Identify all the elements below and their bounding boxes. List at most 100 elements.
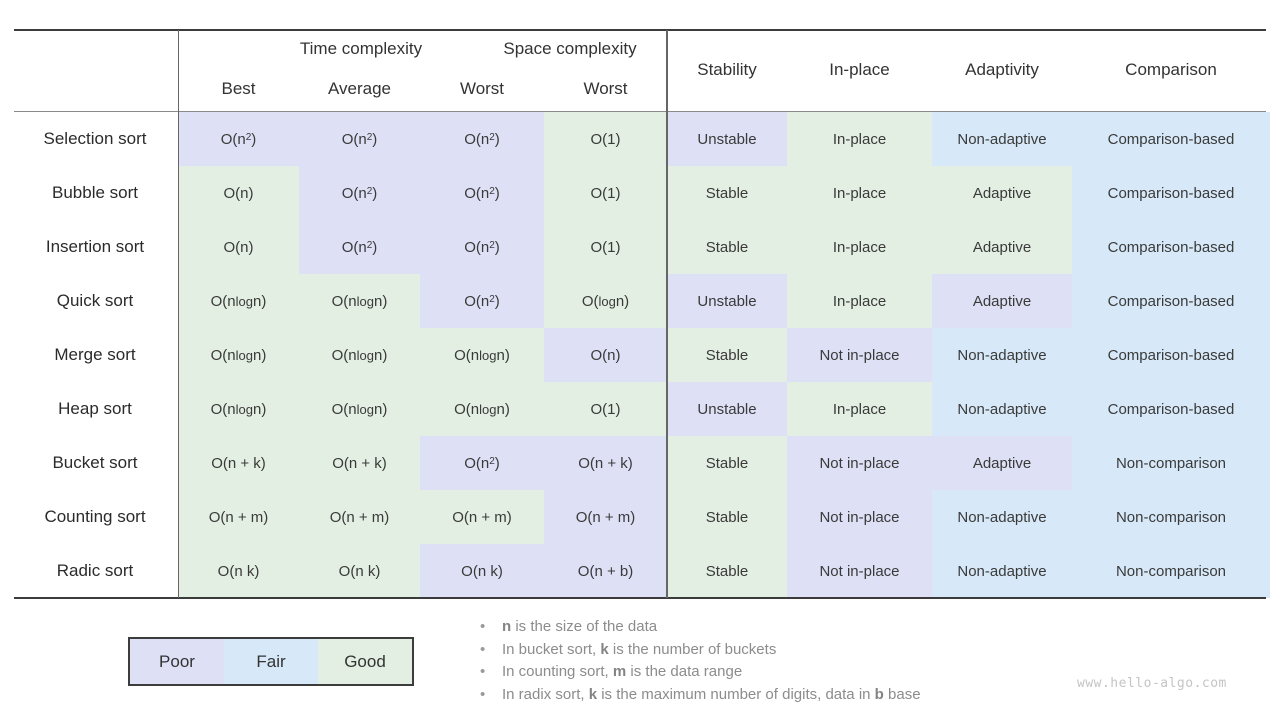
cell-space-worst: O(1) <box>544 112 667 166</box>
cell-time-average: O(n + m) <box>299 490 420 544</box>
cell-adaptivity: Non-adaptive <box>932 112 1072 166</box>
cell-space-worst: O(1) <box>544 166 667 220</box>
cell-time-worst: O(n + m) <box>420 490 544 544</box>
cell-comparison: Non-comparison <box>1072 436 1270 490</box>
cell-time-average: O(n k) <box>299 544 420 598</box>
legend-swatch-good: Good <box>318 639 412 684</box>
legend-swatch-poor: Poor <box>130 639 224 684</box>
legend-swatch-fair: Fair <box>224 639 318 684</box>
cell-in-place: Not in-place <box>787 490 932 544</box>
cell-time-best: O(n log n) <box>178 382 299 436</box>
cell-space-worst: O(n + b) <box>544 544 667 598</box>
cell-stability: Unstable <box>667 382 787 436</box>
cell-comparison: Comparison-based <box>1072 382 1270 436</box>
bullet-icon: • <box>480 618 486 635</box>
row-label: Merge sort <box>0 328 178 382</box>
note-item: •In radix sort, k is the maximum number … <box>476 684 921 707</box>
row-label: Heap sort <box>0 382 178 436</box>
note-text: In radix sort, k is the maximum number o… <box>502 685 921 703</box>
cell-in-place: In-place <box>787 112 932 166</box>
cell-time-best: O(n) <box>178 166 299 220</box>
cell-comparison: Comparison-based <box>1072 328 1270 382</box>
col-header-space-worst: Worst <box>583 79 628 98</box>
cell-comparison: Comparison-based <box>1072 166 1270 220</box>
cell-space-worst: O(1) <box>544 220 667 274</box>
cell-comparison: Comparison-based <box>1072 112 1270 166</box>
label-column-divider-line <box>177 30 179 598</box>
cell-comparison: Non-comparison <box>1072 490 1270 544</box>
cell-adaptivity: Non-adaptive <box>932 544 1072 598</box>
cell-adaptivity: Non-adaptive <box>932 382 1072 436</box>
col-header-stability: Stability <box>697 60 757 79</box>
col-header-adaptivity: Adaptivity <box>965 60 1039 79</box>
note-item: •In counting sort, m is the data range <box>476 661 921 684</box>
col-header-in-place: In-place <box>829 60 890 79</box>
cell-time-best: O(n + m) <box>178 490 299 544</box>
table-top-border <box>14 29 1266 31</box>
bullet-icon: • <box>480 640 486 658</box>
note-text: n is the size of the data <box>502 618 658 635</box>
row-label: Bubble sort <box>0 166 178 220</box>
rating-legend: Poor Fair Good <box>128 637 414 686</box>
row-label: Selection sort <box>0 112 178 166</box>
note-text: In bucket sort, k is the number of bucke… <box>502 640 777 658</box>
cell-time-worst: O(n log n) <box>420 382 544 436</box>
cell-time-worst: O(n k) <box>420 544 544 598</box>
row-label: Counting sort <box>0 490 178 544</box>
column-group-space-complexity: Space complexity <box>503 39 637 58</box>
cell-stability: Stable <box>667 436 787 490</box>
cell-comparison: Non-comparison <box>1072 544 1270 598</box>
cell-time-best: O(n k) <box>178 544 299 598</box>
cell-stability: Stable <box>667 220 787 274</box>
row-label: Bucket sort <box>0 436 178 490</box>
cell-space-worst: O(n + m) <box>544 490 667 544</box>
note-item: • In bucket sort, k is the number of buck… <box>476 639 921 662</box>
cell-space-worst: O(log n) <box>544 274 667 328</box>
cell-time-worst: O(n log n) <box>420 328 544 382</box>
cell-stability: Unstable <box>667 274 787 328</box>
cell-in-place: Not in-place <box>787 436 932 490</box>
cell-stability: Stable <box>667 328 787 382</box>
cell-adaptivity: Non-adaptive <box>932 328 1072 382</box>
cell-in-place: Not in-place <box>787 328 932 382</box>
cell-adaptivity: Adaptive <box>932 220 1072 274</box>
cell-adaptivity: Adaptive <box>932 166 1072 220</box>
note-item: • n is the size of the data <box>476 616 921 639</box>
col-header-comparison: Comparison <box>1125 60 1217 79</box>
cell-stability: Stable <box>667 490 787 544</box>
cell-comparison: Comparison-based <box>1072 220 1270 274</box>
cell-space-worst: O(n) <box>544 328 667 382</box>
col-header-best: Best <box>221 79 256 98</box>
row-label: Radic sort <box>0 544 178 598</box>
cell-stability: Stable <box>667 544 787 598</box>
cell-space-worst: O(n + k) <box>544 436 667 490</box>
cell-stability: Unstable <box>667 112 787 166</box>
cell-adaptivity: Non-adaptive <box>932 490 1072 544</box>
watermark-url: www.hello-algo.com <box>1077 676 1227 691</box>
row-label: Insertion sort <box>0 220 178 274</box>
column-group-time-complexity: Time complexity <box>299 39 423 58</box>
cell-time-best: O(n) <box>178 220 299 274</box>
complexity-section-divider-line <box>666 30 668 598</box>
cell-time-best: O(n log n) <box>178 274 299 328</box>
cell-comparison: Comparison-based <box>1072 274 1270 328</box>
cell-stability: Stable <box>667 166 787 220</box>
cell-time-best: O(n + k) <box>178 436 299 490</box>
table-bottom-border <box>14 596 1266 599</box>
cell-adaptivity: Adaptive <box>932 436 1072 490</box>
